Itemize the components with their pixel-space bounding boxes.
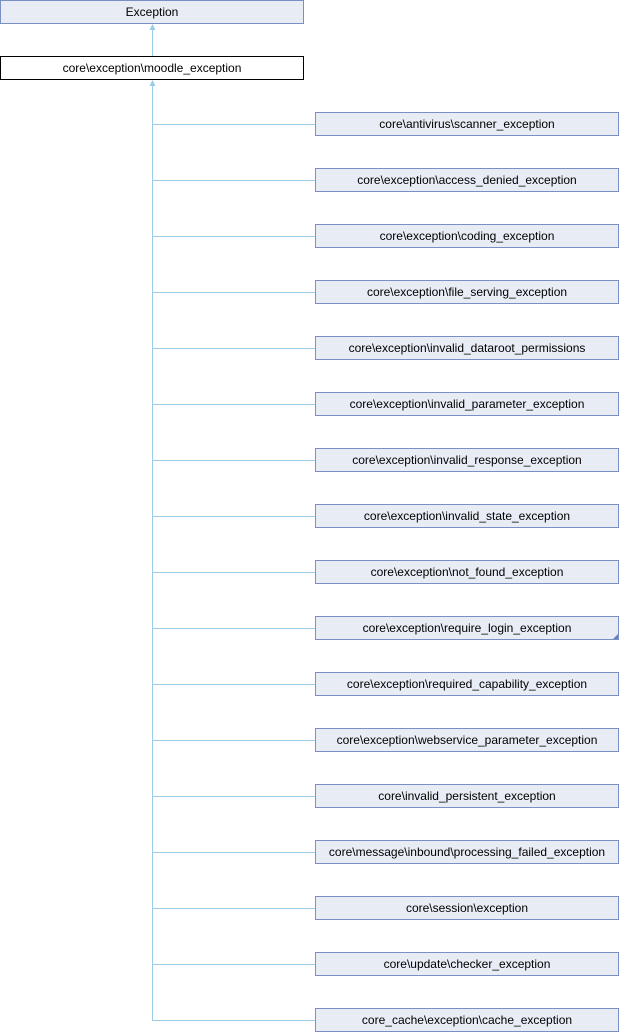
node-label: core\exception\invalid_dataroot_permissi… <box>348 341 586 355</box>
node-exception[interactable]: Exception <box>0 0 304 24</box>
node-label: core\exception\file_serving_exception <box>366 285 568 299</box>
node-label: core\invalid_persistent_exception <box>378 789 556 803</box>
child-node[interactable]: core\exception\file_serving_exception <box>315 280 619 304</box>
child-node[interactable]: core\exception\require_login_exception <box>315 616 619 640</box>
more-children-indicator-icon <box>613 634 618 639</box>
node-label: core\exception\webservice_parameter_exce… <box>336 733 598 747</box>
child-node[interactable]: core\exception\invalid_state_exception <box>315 504 619 528</box>
child-node[interactable]: core\session\exception <box>315 896 619 920</box>
child-node[interactable]: core\exception\invalid_response_exceptio… <box>315 448 619 472</box>
node-label: core\exception\moodle_exception <box>62 61 242 75</box>
node-label: core\session\exception <box>405 901 529 915</box>
child-node[interactable]: core\exception\invalid_parameter_excepti… <box>315 392 619 416</box>
child-node[interactable]: core\exception\access_denied_exception <box>315 168 619 192</box>
node-label: core\update\checker_exception <box>383 957 551 971</box>
child-node[interactable]: core\antivirus\scanner_exception <box>315 112 619 136</box>
arrow-head-icon <box>149 24 156 30</box>
node-label: core\exception\access_denied_exception <box>357 173 577 187</box>
node-label: core\exception\invalid_response_exceptio… <box>352 453 582 467</box>
child-node[interactable]: core_cache\exception\cache_exception <box>315 1008 619 1032</box>
node-label: core\exception\required_capability_excep… <box>346 677 588 691</box>
node-label: core\exception\coding_exception <box>379 229 555 243</box>
node-label: core\exception\invalid_parameter_excepti… <box>349 397 585 411</box>
child-node[interactable]: core\exception\webservice_parameter_exce… <box>315 728 619 752</box>
child-node[interactable]: core\message\inbound\processing_failed_e… <box>315 840 619 864</box>
child-node[interactable]: core\exception\required_capability_excep… <box>315 672 619 696</box>
child-node[interactable]: core\invalid_persistent_exception <box>315 784 619 808</box>
node-label: core\exception\invalid_state_exception <box>363 509 571 523</box>
child-node[interactable]: core\exception\not_found_exception <box>315 560 619 584</box>
arrow-head-icon <box>149 80 156 86</box>
node-label: core\exception\require_login_exception <box>362 621 572 635</box>
node-label: core\message\inbound\processing_failed_e… <box>328 845 606 859</box>
child-node[interactable]: core\exception\coding_exception <box>315 224 619 248</box>
node-label: core\exception\not_found_exception <box>370 565 564 579</box>
node-current-moodle-exception: core\exception\moodle_exception <box>0 56 304 80</box>
child-node[interactable]: core\exception\invalid_dataroot_permissi… <box>315 336 619 360</box>
node-label: core_cache\exception\cache_exception <box>361 1013 573 1027</box>
child-node[interactable]: core\update\checker_exception <box>315 952 619 976</box>
node-label: core\antivirus\scanner_exception <box>379 117 555 131</box>
node-label: Exception <box>125 5 179 19</box>
